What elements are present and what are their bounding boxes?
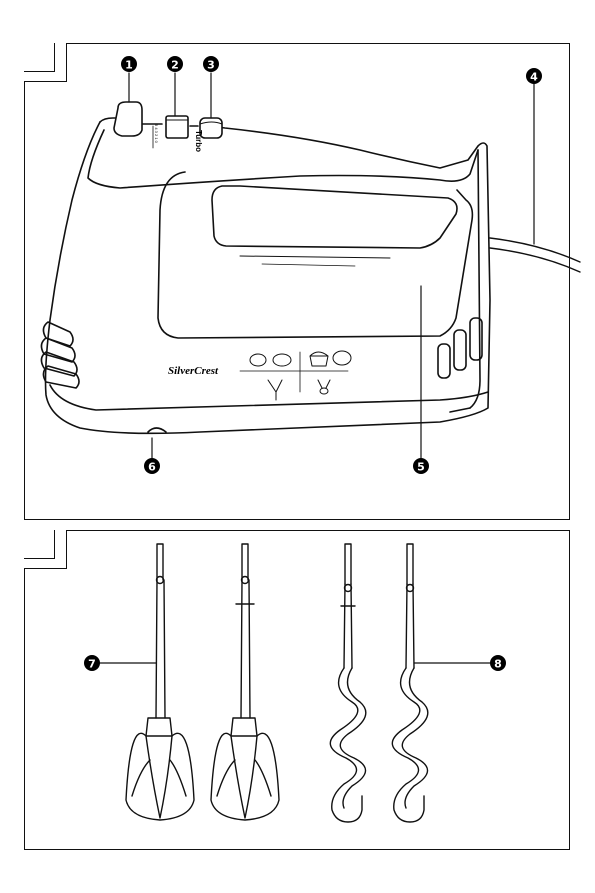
mixer-base-rim bbox=[50, 385, 488, 410]
bread-icon bbox=[250, 354, 266, 366]
bread-roll-icon bbox=[273, 354, 291, 366]
callout-8: 8 bbox=[490, 655, 506, 671]
callout-7: 7 bbox=[84, 655, 100, 671]
callout-4: 4 bbox=[526, 68, 542, 84]
brand-logo-text: SilverCrest bbox=[168, 365, 219, 377]
turbo-label: Turbo bbox=[194, 130, 203, 152]
dough-hook-right bbox=[392, 544, 427, 822]
speed-scale-label: 5 4 3 2 1 0 bbox=[154, 124, 159, 144]
callout-3-number: 3 bbox=[207, 59, 215, 72]
hand-mixer-drawing bbox=[41, 102, 580, 433]
callout-8-number: 8 bbox=[494, 658, 502, 671]
callout-3: 3 bbox=[203, 56, 219, 72]
callout-2-number: 2 bbox=[171, 59, 179, 72]
dough-hook-small-icon bbox=[268, 380, 282, 400]
eject-button-outline bbox=[148, 428, 166, 432]
beater-left bbox=[126, 544, 194, 820]
cake-icon bbox=[310, 352, 328, 366]
callout-4-number: 4 bbox=[530, 71, 538, 84]
leader-lines-a bbox=[129, 73, 534, 460]
dough-hook-left bbox=[330, 544, 365, 822]
callout-2: 2 bbox=[167, 56, 183, 72]
whisk-small-icon bbox=[318, 380, 330, 388]
callout-5-number: 5 bbox=[417, 461, 425, 474]
mixer-upper-ridge bbox=[88, 130, 478, 188]
callout-5: 5 bbox=[413, 458, 429, 474]
callout-1-number: 1 bbox=[125, 59, 133, 72]
beater-second bbox=[211, 544, 279, 820]
callout-1: 1 bbox=[121, 56, 137, 72]
right-vent-2 bbox=[454, 330, 466, 370]
eject-button-control bbox=[114, 102, 142, 136]
right-vent-1 bbox=[438, 344, 450, 378]
callout-7-number: 7 bbox=[88, 658, 96, 671]
bowl-icon bbox=[333, 351, 351, 365]
mixer-body-outline bbox=[46, 122, 491, 433]
speed-switch-control bbox=[166, 116, 188, 138]
callout-6: 6 bbox=[144, 458, 160, 474]
handle-grip bbox=[212, 186, 457, 248]
callout-6-number: 6 bbox=[148, 461, 156, 474]
